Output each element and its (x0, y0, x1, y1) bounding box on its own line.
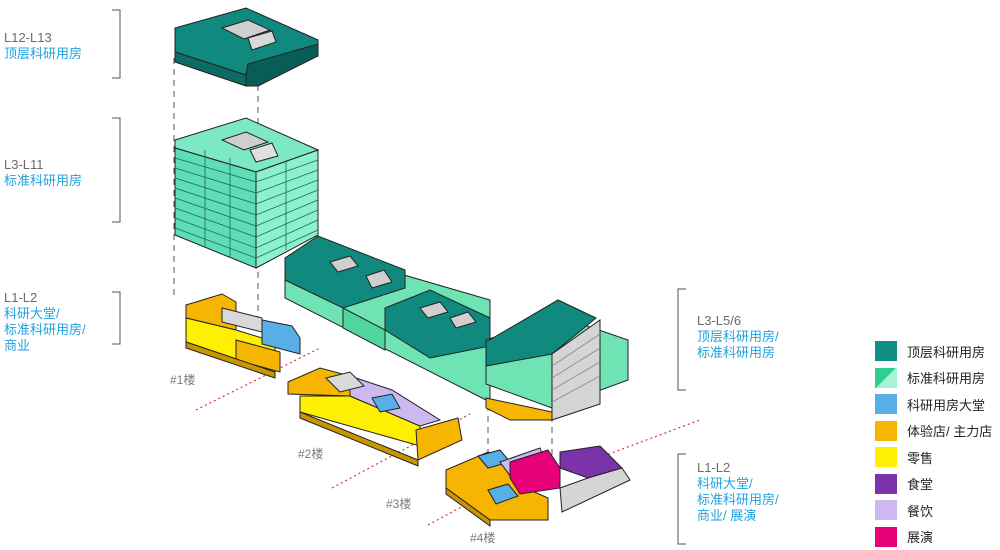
range-l3-l11: L3-L11 (4, 157, 82, 173)
legend-item: 餐饮 (875, 497, 992, 524)
program-low-left-1: 科研大堂/ (4, 306, 86, 322)
building-4-label: #4楼 (470, 530, 495, 545)
legend-swatch (875, 341, 897, 361)
legend-label: 食堂 (907, 474, 933, 493)
program-mid-right-2: 标准科研用房 (697, 345, 779, 361)
legend: 顶层科研用房 标准科研用房 科研用房大堂 体验店/ 主力店 零售 食堂 餐饮 展… (875, 338, 992, 550)
range-l3-l56: L3-L5/6 (697, 313, 779, 329)
label-top-group: L12-L13 顶层科研用房 (4, 30, 82, 62)
building-3-label: #3楼 (386, 496, 411, 511)
bracket-low-right (678, 454, 686, 544)
label-mid-right-group: L3-L5/6 顶层科研用房/ 标准科研用房 (697, 313, 779, 361)
bracket-low-left (112, 292, 120, 344)
legend-item: 标准科研用房 (875, 365, 992, 392)
legend-label: 体验店/ 主力店 (907, 421, 992, 440)
legend-swatch (875, 447, 897, 467)
legend-label: 展演 (907, 527, 933, 546)
legend-swatch (875, 421, 897, 441)
legend-label: 科研用房大堂 (907, 395, 985, 414)
legend-item: 顶层科研用房 (875, 338, 992, 365)
block-right (486, 300, 628, 420)
legend-swatch (875, 474, 897, 494)
legend-swatch (875, 368, 897, 388)
legend-label: 餐饮 (907, 501, 933, 520)
legend-swatch (875, 394, 897, 414)
bracket-mid-right (678, 289, 686, 390)
legend-label: 零售 (907, 448, 933, 467)
legend-item: 科研用房大堂 (875, 391, 992, 418)
building-2-label: #2楼 (298, 446, 323, 461)
building-34-base (446, 446, 630, 526)
legend-swatch (875, 500, 897, 520)
legend-item: 零售 (875, 444, 992, 471)
program-low-right-2: 标准科研用房/ (697, 492, 779, 508)
legend-item: 体验店/ 主力店 (875, 418, 992, 445)
range-l1-l2-left: L1-L2 (4, 290, 86, 306)
block-top (175, 8, 318, 86)
legend-label: 标准科研用房 (907, 368, 985, 387)
program-std: 标准科研用房 (4, 173, 82, 189)
label-std-group: L3-L11 标准科研用房 (4, 157, 82, 189)
block-standard (175, 118, 318, 268)
program-low-left-2: 标准科研用房/ (4, 322, 86, 338)
building-1-base (186, 294, 300, 378)
program-low-right-3: 商业/ 展演 (697, 508, 779, 524)
program-low-right-1: 科研大堂/ (697, 476, 779, 492)
program-low-left-3: 商业 (4, 338, 86, 354)
program-top: 顶层科研用房 (4, 46, 82, 62)
legend-item: 展演 (875, 524, 992, 550)
bracket-std (112, 118, 120, 222)
program-mid-right-1: 顶层科研用房/ (697, 329, 779, 345)
range-l12-l13: L12-L13 (4, 30, 82, 46)
range-l1-l2-right: L1-L2 (697, 460, 779, 476)
legend-item: 食堂 (875, 471, 992, 498)
legend-swatch (875, 527, 897, 547)
legend-label: 顶层科研用房 (907, 342, 985, 361)
label-low-left-group: L1-L2 科研大堂/ 标准科研用房/ 商业 (4, 290, 86, 353)
label-low-right-group: L1-L2 科研大堂/ 标准科研用房/ 商业/ 展演 (697, 460, 779, 523)
building-1-label: #1楼 (170, 372, 195, 387)
bracket-top (112, 10, 120, 78)
